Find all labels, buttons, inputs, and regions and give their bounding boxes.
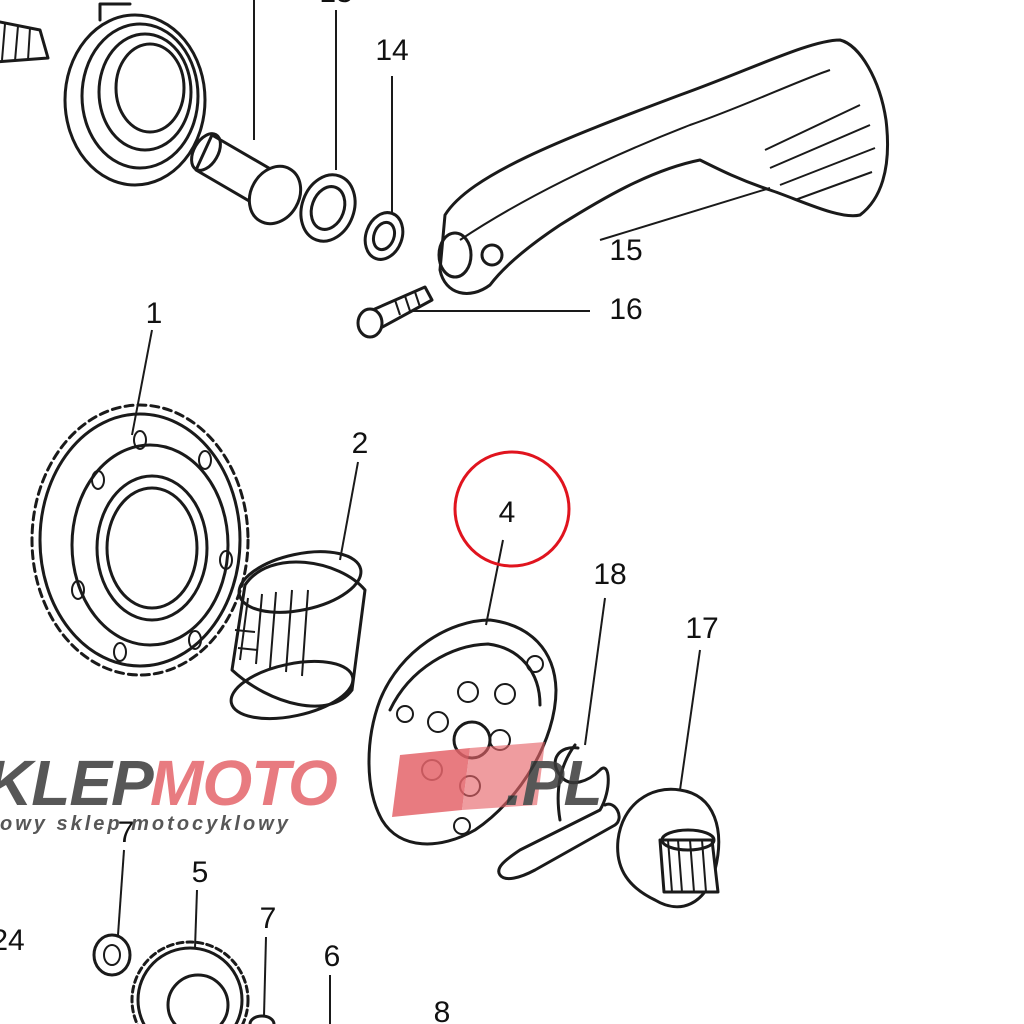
part-spring-clip-18 bbox=[497, 743, 621, 881]
part-washer-7b bbox=[248, 1014, 276, 1024]
watermark-tagline: owy sklep motocyklowy bbox=[0, 813, 291, 835]
watermark-part3: .PL bbox=[505, 747, 602, 819]
part-washer-13 bbox=[299, 173, 357, 243]
callout-16: 16 bbox=[609, 293, 642, 326]
watermark: KLEP MOTO .PL owy sklep motocyklowy bbox=[0, 742, 603, 835]
flag-logo bbox=[392, 742, 545, 817]
part-snap-ring-14 bbox=[363, 211, 405, 261]
part-starter-gear-1 bbox=[30, 403, 250, 677]
part-screw-16 bbox=[356, 285, 434, 339]
part-bolt-top-left bbox=[0, 20, 50, 64]
part-gear-5 bbox=[130, 940, 250, 1024]
callout-2: 2 bbox=[352, 427, 369, 460]
part-starter-drive-17 bbox=[616, 787, 721, 909]
callout-13: 13 bbox=[319, 0, 352, 9]
callout-14: 14 bbox=[375, 34, 408, 67]
part-coil-spring bbox=[63, 2, 207, 187]
watermark-part2: MOTO bbox=[150, 747, 337, 819]
callout-1: 1 bbox=[146, 297, 163, 330]
callout-18: 18 bbox=[593, 558, 626, 591]
callout-17: 17 bbox=[685, 612, 718, 645]
part-bushing bbox=[190, 132, 303, 226]
part-washer-7a bbox=[92, 933, 132, 977]
part-kick-lever-15 bbox=[437, 38, 890, 295]
callout-24: 24 bbox=[0, 924, 25, 957]
callout-5: 5 bbox=[192, 856, 209, 889]
highlight-circle bbox=[453, 450, 571, 568]
callout-15: 15 bbox=[609, 234, 642, 267]
part-bearing-2 bbox=[229, 550, 367, 721]
callout-7a: 7 bbox=[118, 816, 135, 849]
callout-7b: 7 bbox=[260, 902, 277, 935]
watermark-part1: KLEP bbox=[0, 747, 154, 819]
callout-6: 6 bbox=[324, 940, 341, 973]
callout-4: 4 bbox=[499, 496, 516, 529]
callout-8: 8 bbox=[434, 996, 451, 1024]
